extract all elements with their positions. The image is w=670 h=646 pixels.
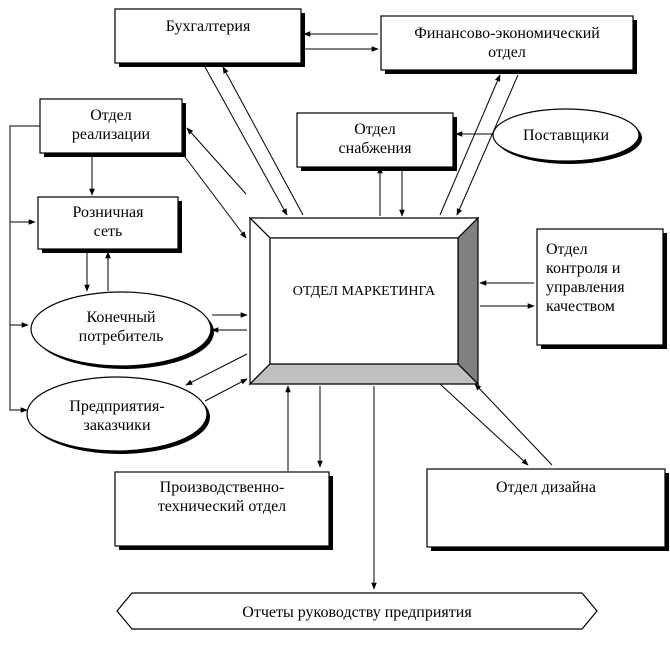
box-supply xyxy=(296,112,457,171)
ellipse-consumer xyxy=(30,291,214,369)
box-accounting xyxy=(114,8,305,67)
box-finance xyxy=(380,15,637,74)
connectors xyxy=(9,31,553,590)
box-sales xyxy=(39,98,186,157)
box-production xyxy=(114,471,333,550)
ellipse-customers xyxy=(26,376,210,454)
box-reports xyxy=(116,592,598,630)
box-retail xyxy=(37,196,182,253)
box-marketing xyxy=(248,216,480,386)
ellipse-suppliers xyxy=(492,108,642,164)
box-design xyxy=(426,468,669,551)
box-quality xyxy=(536,228,667,349)
